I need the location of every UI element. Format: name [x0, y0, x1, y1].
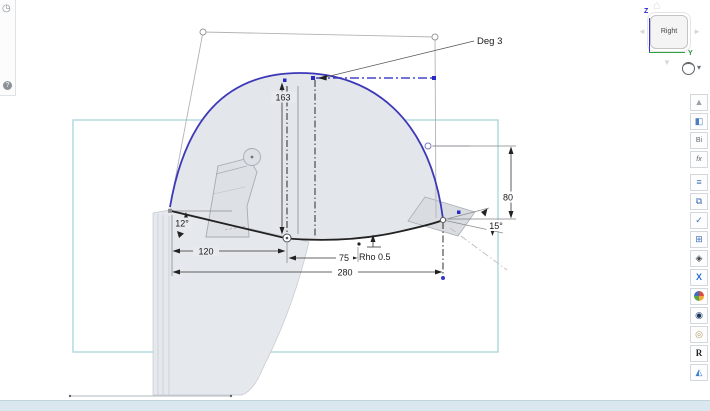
help-icon[interactable]: ? [3, 81, 12, 90]
right-endpoint[interactable] [439, 216, 447, 224]
rotate-down-arrow[interactable]: ▼ [663, 58, 671, 67]
underlay-image [68, 72, 476, 398]
y-axis [649, 52, 685, 53]
icon-approve[interactable]: ✓ [690, 212, 708, 229]
control-vertex-point[interactable] [431, 33, 439, 41]
dim-120[interactable]: 120 [198, 247, 213, 257]
dome-spline-curve[interactable] [169, 72, 444, 220]
underlay-bracket [205, 148, 261, 238]
dimensions[interactable]: 163 120 280 75 Rho 0.5 80 [172, 36, 517, 278]
dim-80[interactable]: 80 [503, 193, 513, 203]
right-toolbar: ▲ ◧ Bi fx ≡ ⧉ ✓ ⊞ ◈ X ◉ ◎ R ◭ [690, 94, 708, 383]
centerlines[interactable] [286, 80, 444, 277]
z-axis-label: Z [644, 8, 649, 15]
icon-copy[interactable]: ⧉ [690, 193, 708, 210]
dim-12deg[interactable]: 12° [175, 219, 189, 229]
underlay-band [152, 209, 310, 396]
icon-terrain[interactable]: ▲ [690, 94, 708, 111]
orbit-tool-icon[interactable] [682, 62, 695, 75]
viewcube-face[interactable]: Right [650, 15, 688, 49]
dim-75[interactable]: 75 [339, 253, 349, 263]
rotate-right-arrow[interactable]: ► [693, 27, 701, 36]
conic-curve[interactable] [286, 219, 444, 241]
construction-endpoint[interactable] [441, 276, 445, 280]
history-icon[interactable]: ◷ [2, 3, 11, 14]
control-vertex-point[interactable] [199, 28, 207, 36]
brim-line[interactable] [168, 209, 288, 240]
orbit-dropdown-caret[interactable]: ▾ [697, 63, 702, 72]
left-vertex-point[interactable] [168, 208, 172, 213]
deg3-label[interactable]: Deg 3 [477, 36, 502, 47]
viewcube-frame [647, 12, 691, 52]
icon-parameters[interactable]: fx [690, 151, 708, 168]
icon-schedule[interactable]: ⊞ [690, 231, 708, 248]
spline-fit-point[interactable] [424, 142, 432, 150]
viewcube-area: ⌂ ◄ ► ▼ Right Z Y ▾ [630, 0, 710, 90]
icon-r-app[interactable]: R [690, 345, 708, 362]
dim-rho[interactable]: Rho 0.5 [359, 252, 391, 262]
icon-excel[interactable]: X [690, 269, 708, 286]
pie-chart-glyph [694, 291, 704, 301]
tangent-extension-line[interactable] [442, 207, 490, 221]
z-axis [649, 18, 650, 52]
underlay-plate [407, 196, 476, 237]
origin-center-dot [285, 236, 289, 240]
dim-280[interactable]: 280 [337, 268, 352, 278]
icon-browser[interactable]: ◉ [690, 307, 708, 324]
icon-notes[interactable]: ≡ [690, 174, 708, 191]
extension-lines [171, 86, 516, 276]
construction-point[interactable] [432, 76, 436, 80]
icon-bom[interactable]: Bi [690, 132, 708, 149]
icon-shield[interactable]: ◈ [690, 250, 708, 267]
icon-material[interactable]: ◧ [690, 113, 708, 130]
home-icon[interactable]: ⌂ [653, 0, 661, 12]
status-bar [0, 400, 710, 411]
construction-point[interactable] [457, 210, 461, 215]
dim-15deg[interactable]: 15° [489, 221, 503, 231]
dim-163[interactable]: 163 [275, 93, 290, 103]
icon-pie-chart[interactable] [690, 288, 708, 305]
spline-point[interactable] [283, 78, 287, 83]
construction-diagonal[interactable] [449, 227, 508, 271]
rotate-left-arrow[interactable]: ◄ [638, 27, 646, 36]
collapsed-browser-panel[interactable]: ◷ ? [0, 0, 16, 96]
icon-view[interactable]: ◎ [690, 326, 708, 343]
y-axis-label: Y [688, 50, 693, 57]
tangency-point[interactable] [311, 76, 315, 80]
icon-triangle-app[interactable]: ◭ [690, 364, 708, 381]
